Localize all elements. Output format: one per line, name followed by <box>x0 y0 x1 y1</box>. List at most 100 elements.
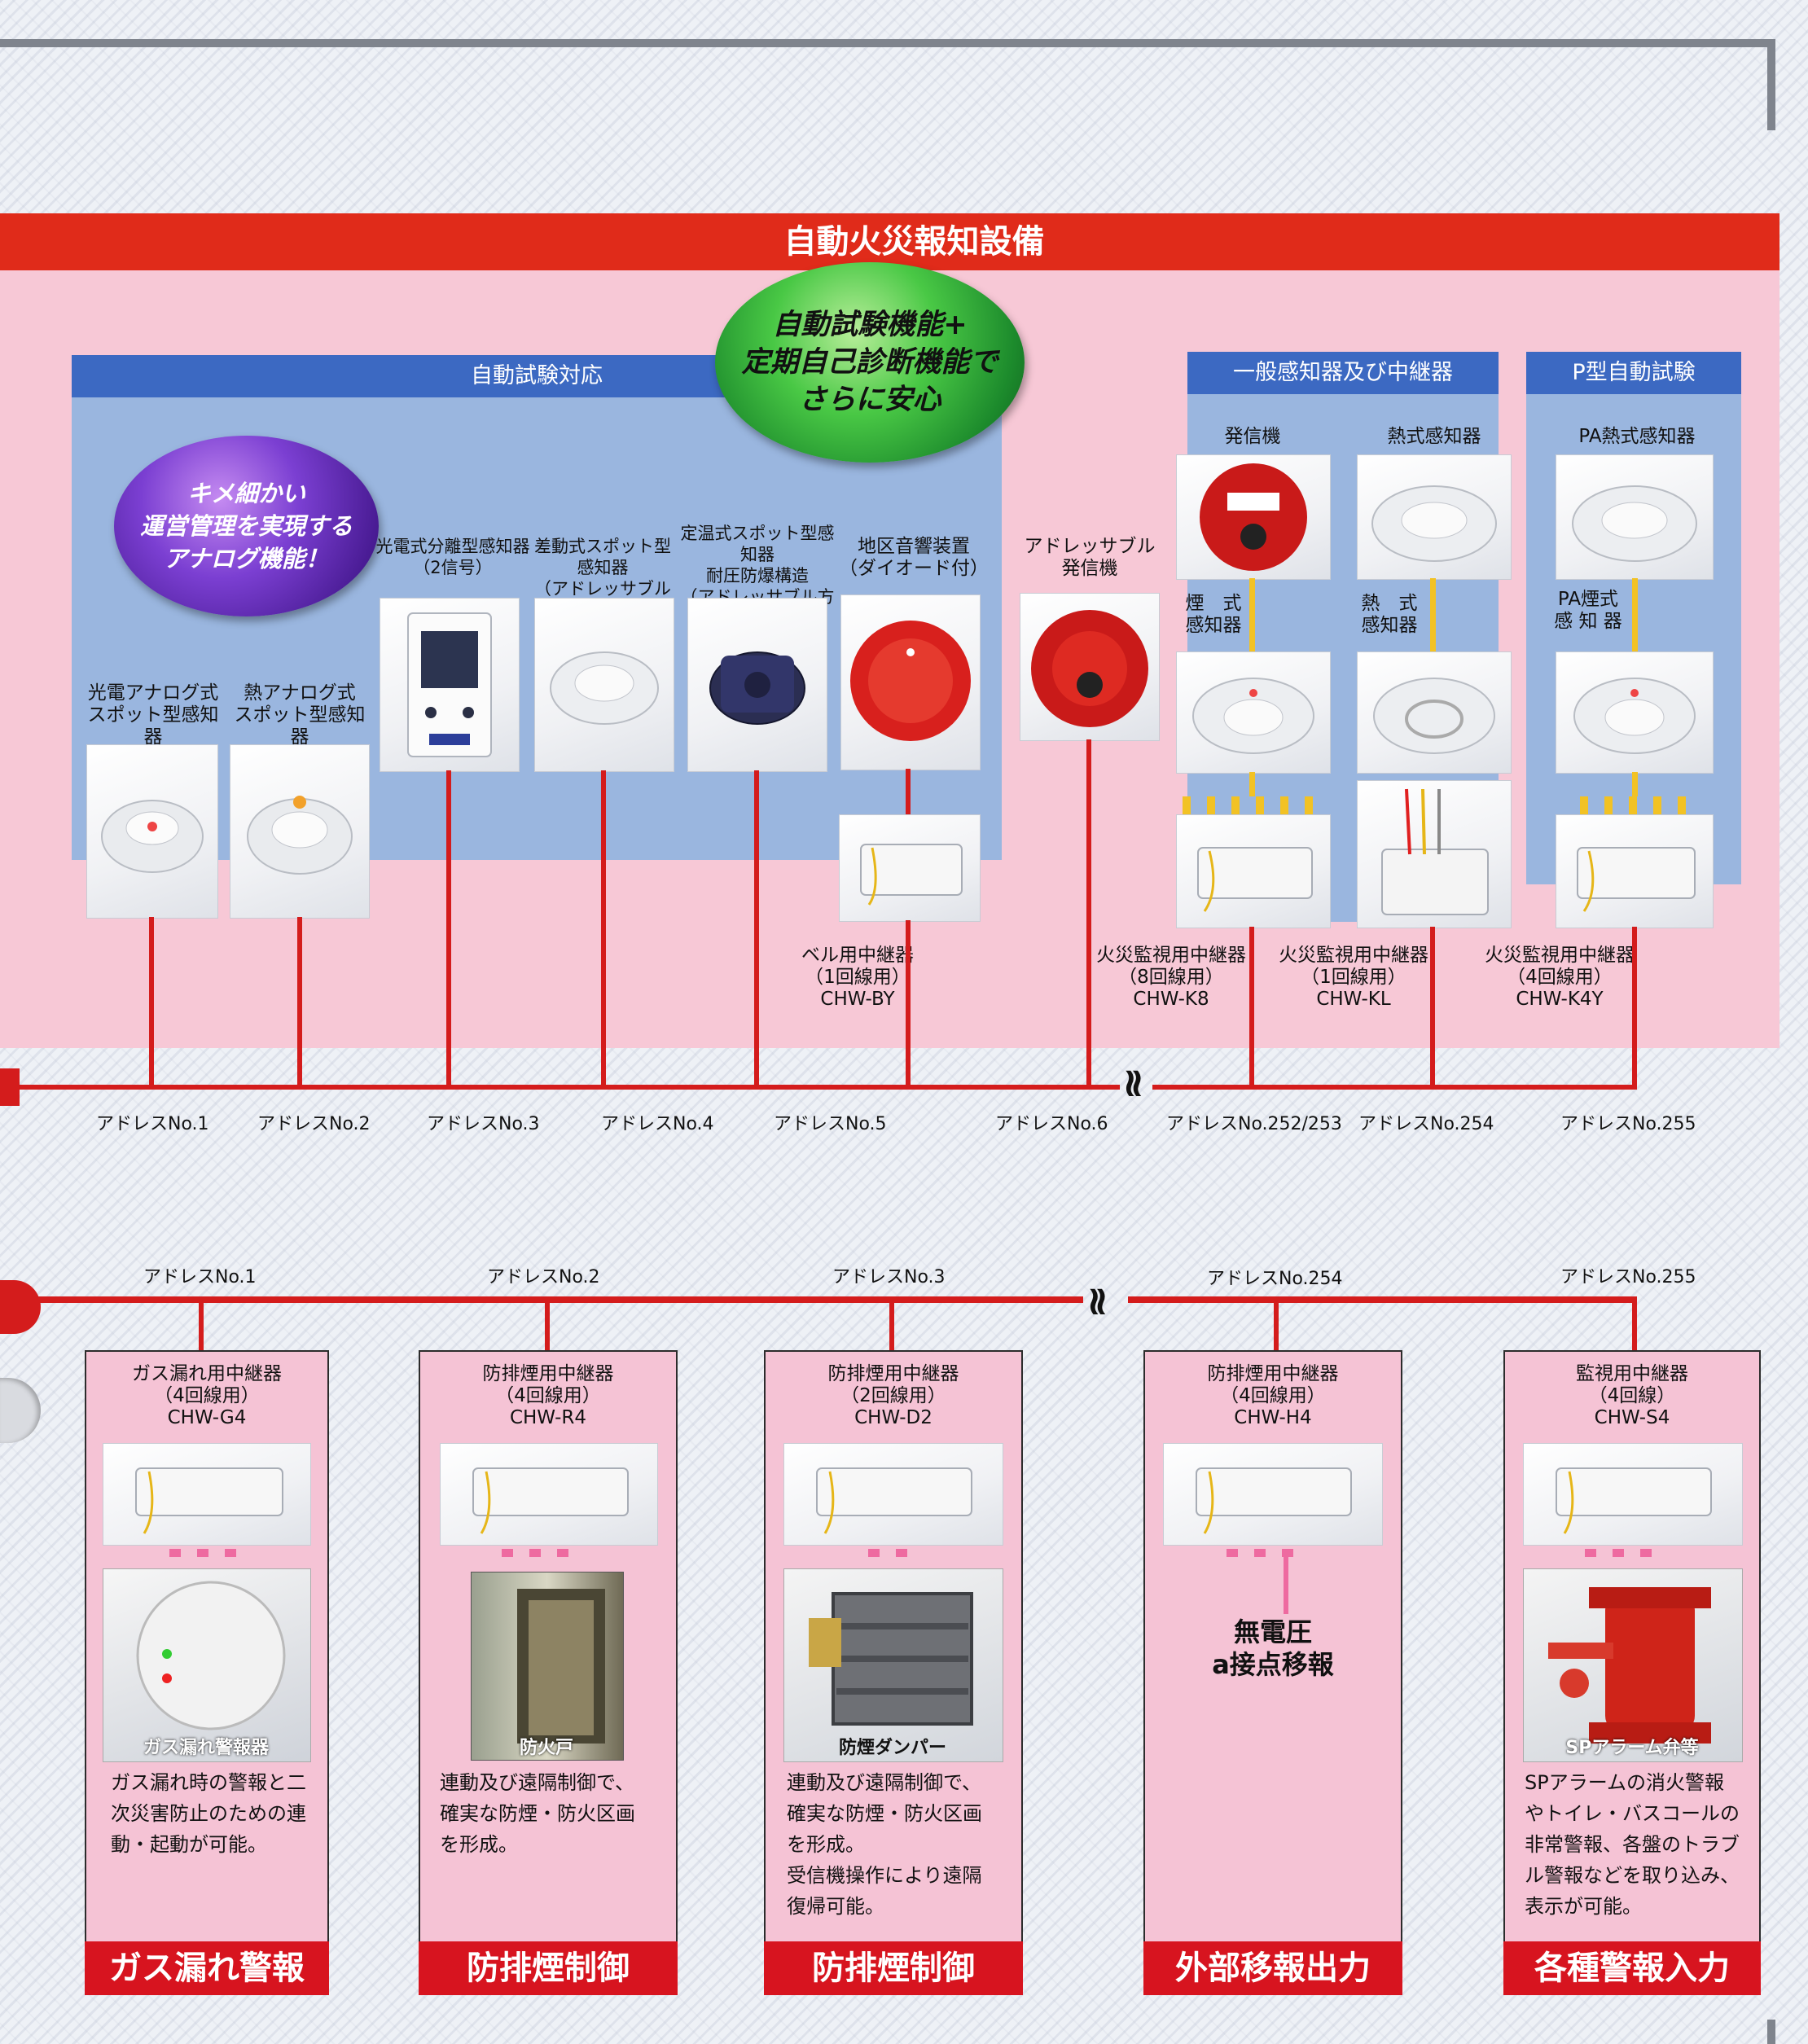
wire <box>545 1300 550 1352</box>
p-type-header: P型自動試験 <box>1526 352 1741 394</box>
address-label: アドレスNo.2 <box>487 1267 600 1287</box>
fire-door-image <box>471 1572 624 1761</box>
relay-label-d2: 防排煙用中継器 （2回線用） CHW-D2 <box>827 1363 959 1428</box>
wire <box>906 920 911 1090</box>
heat-detector-image <box>1357 454 1512 580</box>
relay-k8-module-image <box>1176 814 1331 928</box>
line-break-symbol: ≀≀ <box>1122 1059 1144 1106</box>
relay-label-s4: 監視用中継器 （4回線） CHW-S4 <box>1576 1363 1688 1428</box>
wire <box>601 770 606 1090</box>
yellow-dashes <box>1580 796 1702 814</box>
relay-d2-image <box>783 1443 1003 1546</box>
smoke-detector-image <box>1176 651 1331 774</box>
label-heat-analog: 熱アナログ式 スポット型感知器 <box>234 682 366 748</box>
label-addressable-transmitter: アドレッサブル 発信機 <box>1024 536 1156 579</box>
pink-dashes <box>1585 1549 1666 1557</box>
alarm-input-description: SPアラームの消火警報 やトイレ・バスコールの 非常警報、各盤のトラブ ル警報な… <box>1525 1771 1740 1918</box>
heat-analog-detector-image <box>230 744 370 919</box>
relay-kl-module-image <box>1357 780 1512 928</box>
wire <box>1632 927 1637 1090</box>
relay-label-h4: 防排煙用中継器 （4回線用） CHW-H4 <box>1207 1363 1339 1428</box>
pink-dashes <box>868 1549 917 1557</box>
yellow-link <box>1430 578 1436 651</box>
yellow-dashes <box>1183 796 1329 814</box>
line-break-symbol: ≀≀ <box>1086 1277 1108 1324</box>
wire <box>199 1300 204 1352</box>
diff-spot-detector-image <box>534 598 674 772</box>
address-label: アドレスNo.255 <box>1560 1114 1696 1134</box>
relay-r4-image <box>440 1443 658 1546</box>
relay-label-g4: ガス漏れ用中継器 （4回線用） CHW-G4 <box>132 1363 282 1428</box>
address-label: アドレスNo.3 <box>832 1267 946 1287</box>
pink-dashes <box>1227 1549 1308 1557</box>
address-label: アドレスNo.5 <box>774 1114 887 1134</box>
label-relay-kl: 火災監視用中継器 （1回線用） CHW-KL <box>1279 945 1428 1010</box>
yellow-link <box>1249 578 1255 651</box>
wire <box>446 770 451 1090</box>
address-label: アドレスNo.2 <box>257 1114 371 1134</box>
wire <box>1632 1300 1637 1352</box>
relay-g4-image <box>103 1443 311 1546</box>
yellow-link <box>1632 578 1638 651</box>
label-pa-heat: PA熱式感知器 <box>1578 426 1696 447</box>
gas-leak-footer: ガス漏れ警報 <box>85 1941 329 1995</box>
pink-dashes <box>502 1549 583 1557</box>
page-frame-top <box>0 39 1775 47</box>
pa-heat-detector-image <box>1556 454 1714 580</box>
wire <box>1249 927 1254 1090</box>
smoke-control-footer-1: 防排煙制御 <box>419 1941 678 1995</box>
photo-separate-detector-image <box>380 598 520 772</box>
address-label: アドレスNo.1 <box>96 1114 209 1134</box>
smoke-control-description-2: 連動及び遠隔制御で、 確実な防煙・防火区画 を形成。 受信機操作により遠隔 復帰… <box>787 1771 982 1918</box>
pink-link <box>1284 1557 1288 1614</box>
label-pa-smoke: PA煙式 感 知 器 <box>1554 589 1622 632</box>
label-photo-separate: 光電式分離型感知器 （2信号） <box>375 537 530 577</box>
label-heat-detector: 熱式感知器 <box>1387 426 1481 447</box>
address-label: アドレスNo.252/253 <box>1166 1114 1342 1134</box>
pa-smoke-detector-image <box>1556 651 1714 774</box>
general-header: 一般感知器及び中継器 <box>1187 352 1499 394</box>
pink-dashes <box>169 1549 251 1557</box>
alarm-input-footer: 各種警報入力 <box>1503 1941 1761 1995</box>
sp-alarm-caption: SPアラーム弁等 <box>1565 1738 1699 1758</box>
wire <box>889 1300 894 1352</box>
gas-alarm-image <box>103 1568 311 1762</box>
page-frame-right <box>1767 39 1775 130</box>
system-title: 自動火災報知設備 <box>0 213 1779 270</box>
line-start-marker <box>0 1068 20 1106</box>
top-signal-line-2 <box>1152 1085 1637 1090</box>
bottom-signal-line-2 <box>1128 1296 1637 1303</box>
relay-h4-image <box>1163 1443 1383 1546</box>
sp-alarm-valve-image <box>1523 1568 1743 1762</box>
wire <box>297 917 302 1090</box>
wire <box>149 917 154 1090</box>
dry-contact-text: 無電圧 a接点移報 <box>1212 1616 1334 1680</box>
smoke-control-description-1: 連動及び遠隔制御で、 確実な防煙・防火区画 を形成。 <box>440 1771 635 1856</box>
label-relay-k4y: 火災監視用中継器 （4回線用） CHW-K4Y <box>1485 945 1635 1010</box>
wire <box>1274 1300 1279 1352</box>
relay-s4-image <box>1523 1443 1743 1546</box>
label-heat-detector-2: 熱 式 感知器 <box>1361 593 1418 636</box>
addressable-transmitter-image <box>1020 593 1160 741</box>
top-signal-line <box>0 1085 1120 1090</box>
yellow-link <box>1632 772 1638 796</box>
bottom-signal-line <box>33 1296 1083 1303</box>
yellow-link <box>1249 772 1255 796</box>
explosion-proof-detector-image <box>687 598 827 772</box>
gas-leak-description: ガス漏れ時の警報と二 次災害防止のための連 動・起動が可能。 <box>111 1771 306 1856</box>
external-output-footer: 外部移報出力 <box>1143 1941 1402 1995</box>
auto-test-badge: 自動試験機能+ 定期自己診断機能で さらに安心 <box>715 262 1025 463</box>
address-label: アドレスNo.4 <box>601 1114 714 1134</box>
address-label: アドレスNo.254 <box>1207 1269 1343 1289</box>
line-start-dot <box>0 1280 41 1334</box>
address-label: アドレスNo.3 <box>427 1114 540 1134</box>
bell-relay-module-image <box>839 814 981 922</box>
wire <box>1086 739 1091 1090</box>
relay-label-r4: 防排煙用中継器 （4回線用） CHW-R4 <box>482 1363 614 1428</box>
binder-hole <box>0 1378 41 1443</box>
photo-analog-detector-image <box>86 744 218 919</box>
label-relay-k8: 火災監視用中継器 （8回線用） CHW-K8 <box>1096 945 1246 1010</box>
label-bell-relay: ベル用中継器 （1回線用） CHW-BY <box>801 945 914 1010</box>
label-smoke-detector: 煙 式 感知器 <box>1185 593 1242 636</box>
wire <box>906 769 911 814</box>
